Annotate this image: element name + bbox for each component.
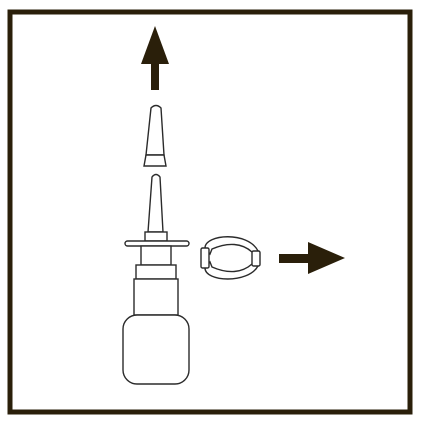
spray-nozzle-icon — [124, 173, 190, 266]
diagram-frame — [7, 9, 413, 415]
safety-clip-icon — [200, 236, 261, 280]
protective-cap-icon — [143, 104, 167, 167]
arrow-up-icon — [141, 26, 169, 90]
spray-bottle-icon — [122, 264, 190, 385]
arrow-right-icon — [279, 242, 345, 274]
